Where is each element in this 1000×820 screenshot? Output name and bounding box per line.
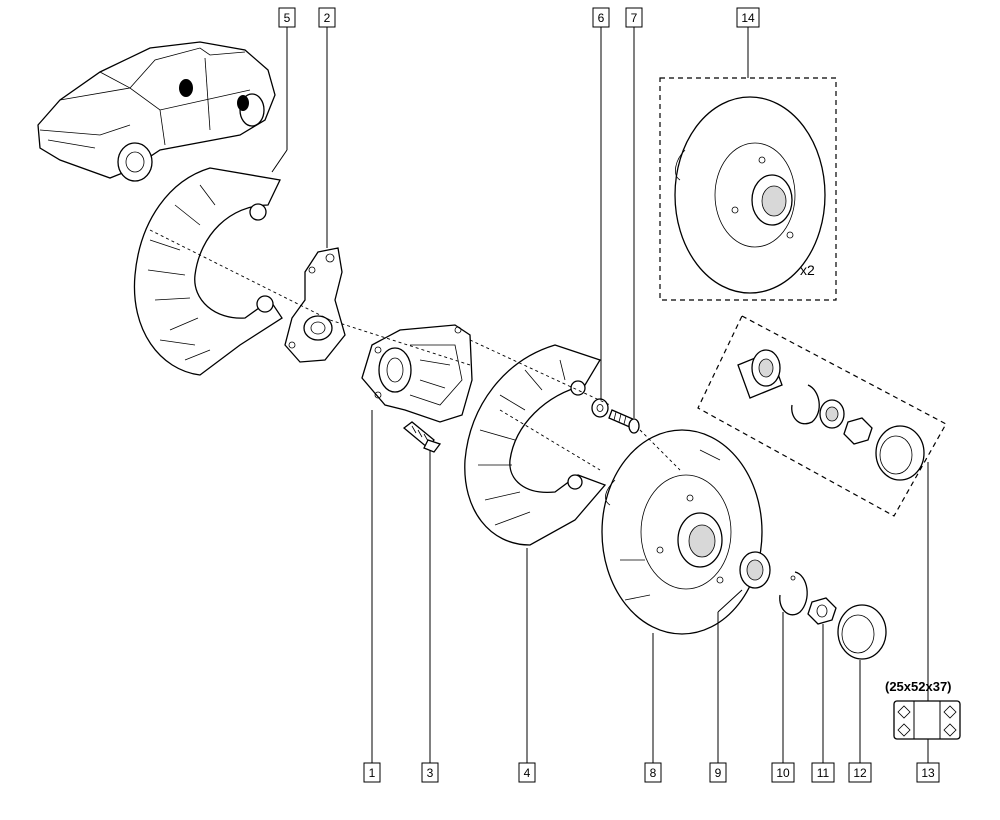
brake-disc — [601, 429, 763, 635]
washer — [591, 398, 609, 418]
callout-14: 14 — [736, 7, 760, 28]
car-thumbnail — [37, 41, 276, 182]
nut — [807, 597, 837, 625]
callout-10: 10 — [771, 762, 795, 783]
wheel-marker-rear — [237, 95, 249, 111]
bearing-kit-box — [697, 315, 947, 517]
bearing-size: (25x52x37) — [885, 679, 952, 694]
kit-cap — [875, 425, 925, 481]
axis-lines — [149, 229, 681, 471]
callout-11: 11 — [811, 762, 835, 783]
callout-9: 9 — [709, 762, 727, 783]
callout-4: 4 — [518, 762, 536, 783]
hub-cap — [837, 604, 887, 660]
seal — [739, 551, 771, 589]
svg-text:13: 13 — [921, 766, 935, 780]
kit-quantity: x2 — [800, 262, 815, 278]
svg-text:6: 6 — [598, 11, 605, 25]
svg-text:9: 9 — [715, 766, 722, 780]
callout-7: 7 — [625, 7, 643, 28]
backing-plate-center — [464, 344, 607, 546]
callout-6: 6 — [592, 7, 610, 28]
kit-circlip — [791, 384, 820, 425]
svg-text:2: 2 — [324, 11, 331, 25]
callout-2: 2 — [318, 7, 336, 28]
wheel-marker-front — [179, 79, 193, 97]
svg-text:12: 12 — [853, 766, 867, 780]
svg-text:4: 4 — [524, 766, 531, 780]
circlip — [779, 571, 808, 616]
callout-12: 12 — [848, 762, 872, 783]
hub-bracket — [361, 324, 473, 423]
kit-disc-box: x2 — [659, 77, 837, 301]
svg-text:8: 8 — [650, 766, 657, 780]
screw — [402, 421, 442, 453]
backing-plate-left — [133, 167, 283, 376]
callout-13: 13 — [916, 762, 940, 783]
callout-8: 8 — [644, 762, 662, 783]
svg-text:3: 3 — [427, 766, 434, 780]
svg-text:11: 11 — [817, 766, 830, 780]
kit-nut — [843, 417, 873, 445]
callout-1: 1 — [363, 762, 381, 783]
svg-text:10: 10 — [776, 766, 790, 780]
callout-3: 3 — [421, 762, 439, 783]
svg-text:1: 1 — [369, 766, 376, 780]
stub-axle-carrier — [284, 247, 346, 363]
svg-text:14: 14 — [741, 11, 755, 25]
bearing — [737, 349, 783, 399]
bolt — [608, 409, 640, 434]
leader-lines — [271, 27, 929, 763]
svg-text:7: 7 — [631, 11, 638, 25]
svg-text:5: 5 — [284, 11, 291, 25]
callout-5: 5 — [278, 7, 296, 28]
bearing-size-indicator: (25x52x37) — [885, 679, 961, 740]
